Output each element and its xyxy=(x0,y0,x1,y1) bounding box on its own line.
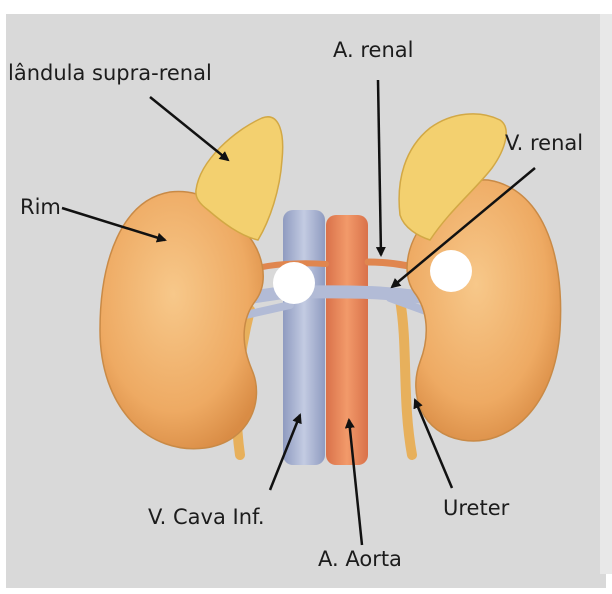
vena-cava xyxy=(283,210,325,465)
aorta xyxy=(326,215,368,465)
label-renal-vein: V. renal xyxy=(505,133,583,154)
label-kidney: Rim xyxy=(20,197,61,218)
label-aorta: A. Aorta xyxy=(318,549,402,570)
label-vena-cava: V. Cava Inf. xyxy=(148,507,265,528)
label-adrenal-gland: lândula supra-renal xyxy=(8,63,212,84)
label-renal-artery: A. renal xyxy=(333,40,413,61)
left-marker-circle xyxy=(273,262,315,304)
panel-right-edge xyxy=(600,14,612,574)
right-marker-circle xyxy=(430,250,472,292)
label-ureter: Ureter xyxy=(443,498,509,519)
